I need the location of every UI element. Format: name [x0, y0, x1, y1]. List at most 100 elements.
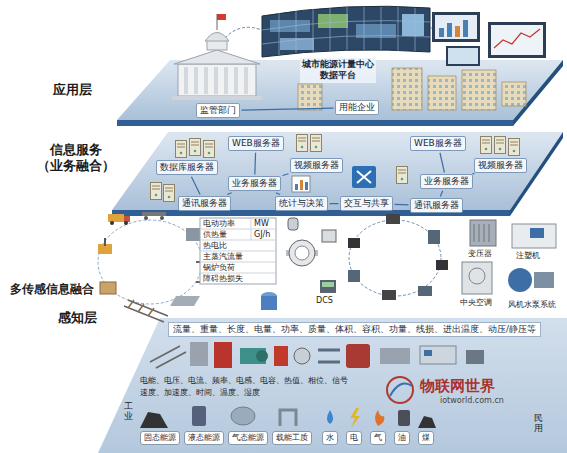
sensor-icons: [318, 350, 340, 362]
right-device-ring: [348, 214, 448, 300]
equipment-icons: [530, 228, 544, 238]
node-text: WEB服务器: [232, 138, 280, 149]
node-text: 统计与决策: [279, 198, 324, 209]
video-wall: [318, 14, 348, 28]
sensor-icons: [190, 342, 208, 366]
left-device-ring: [124, 300, 168, 322]
connector-line: [473, 173, 475, 175]
government-building: [217, 14, 226, 20]
server-icons: [204, 141, 215, 158]
sensor-icons: [150, 342, 484, 368]
sensor-icons: [346, 344, 370, 368]
quantity-band: 流量、重量、长度、电量、功率、质量、体积、容积、功量、线损、进出温度、动压/静压…: [168, 322, 541, 337]
government-building: [244, 67, 248, 94]
left-device-ring: [124, 221, 128, 225]
utility-box: 电: [346, 431, 362, 445]
energy-icons: [327, 410, 333, 424]
table-cell: 热电比: [203, 241, 227, 251]
connector-line: [283, 174, 289, 176]
node-text: 通讯服务器: [414, 200, 459, 211]
device-label: 变压器: [468, 249, 492, 259]
connector-line: [440, 153, 444, 173]
switch-icon: [357, 171, 371, 183]
monitor-screens: [432, 12, 480, 42]
quantity-text: 速度、加速度、时间、温度、湿度: [140, 388, 260, 398]
switch-icon: [352, 166, 376, 188]
government-building: [214, 67, 218, 94]
government-building: [172, 96, 262, 100]
monitor-screens: [494, 29, 540, 48]
monitor-screens: [446, 46, 480, 66]
right-device-ring: [386, 214, 400, 224]
left-device-ring: [104, 238, 106, 246]
server-box: 通讯服务器: [178, 196, 231, 211]
band-face: [117, 60, 563, 120]
right-device-ring: [349, 220, 441, 296]
equipment-icons: [462, 262, 492, 294]
sector-label: 民用: [534, 414, 543, 434]
server-box: 视频服务器: [474, 158, 527, 173]
connector-line: [227, 193, 231, 195]
chart-icon: [295, 184, 298, 190]
video-wall: [313, 9, 314, 52]
server-box: WEB服务器: [228, 136, 284, 151]
government-building: [224, 67, 228, 94]
chart-icon: [292, 176, 310, 192]
video-wall: [262, 7, 430, 55]
server-icons: [397, 167, 408, 184]
enterprise-buildings: [502, 82, 526, 106]
left-device-ring: [124, 216, 130, 222]
building-label: 用能企业: [335, 100, 379, 115]
monitor-screens: [455, 26, 460, 37]
government-building: [172, 14, 262, 100]
energy-box: 液态能源: [184, 431, 224, 445]
watermark: 物联网世界: [420, 377, 495, 395]
data-table: [200, 262, 276, 263]
connector-line: [395, 204, 409, 206]
instruments: [320, 280, 336, 293]
data-table: [200, 240, 276, 241]
layer-heading: 多传感信息融合: [10, 282, 94, 296]
node-text: 监管部门: [200, 105, 236, 116]
instruments: [322, 230, 336, 242]
data-table: [200, 218, 276, 284]
left-device-ring: [142, 212, 166, 216]
video-wall: [364, 7, 365, 50]
enterprise-buildings: [392, 68, 422, 110]
monitor-screens: [463, 20, 468, 37]
video-wall: [279, 13, 280, 55]
connector-line: [330, 203, 339, 204]
video-wall: [398, 7, 399, 51]
node-text: 载能工质: [276, 433, 308, 443]
layer-heading: 信息服务 （业务融合）: [30, 142, 122, 174]
node-text: 用能企业: [339, 102, 375, 113]
energy-box: 气态能源: [228, 431, 268, 445]
table-cell: 主蒸汽流量: [203, 252, 243, 262]
enterprise-buildings: [462, 70, 496, 110]
energy-icons: [280, 410, 296, 426]
right-device-ring: [382, 290, 396, 300]
node-text: 城市能源计量中心数据平台: [300, 59, 376, 82]
server-box: 业务服务器: [228, 176, 281, 191]
server-icons: [311, 135, 322, 152]
device-label: 注塑机: [516, 251, 540, 261]
data-table: [200, 218, 276, 284]
video-wall: [262, 21, 430, 30]
node-text: 业务服务器: [424, 176, 469, 187]
instruments: [288, 218, 298, 230]
energy-icons: [140, 406, 436, 428]
right-device-ring: [428, 230, 440, 244]
device-label: DCS: [316, 296, 333, 306]
left-device-ring: [144, 216, 148, 220]
node-text: 固态能源: [144, 433, 176, 443]
video-wall: [262, 6, 430, 57]
server-icons: [297, 135, 308, 152]
server-icons: [151, 183, 162, 200]
government-building: [174, 50, 260, 64]
table-cell: 锅炉负荷: [203, 263, 235, 273]
government-building: [205, 33, 229, 42]
switch-icon: [352, 166, 376, 188]
device-label: 风机水泵系统: [508, 300, 556, 310]
equipment-icons: [534, 272, 554, 288]
energy-box: 载能工质: [272, 431, 312, 445]
